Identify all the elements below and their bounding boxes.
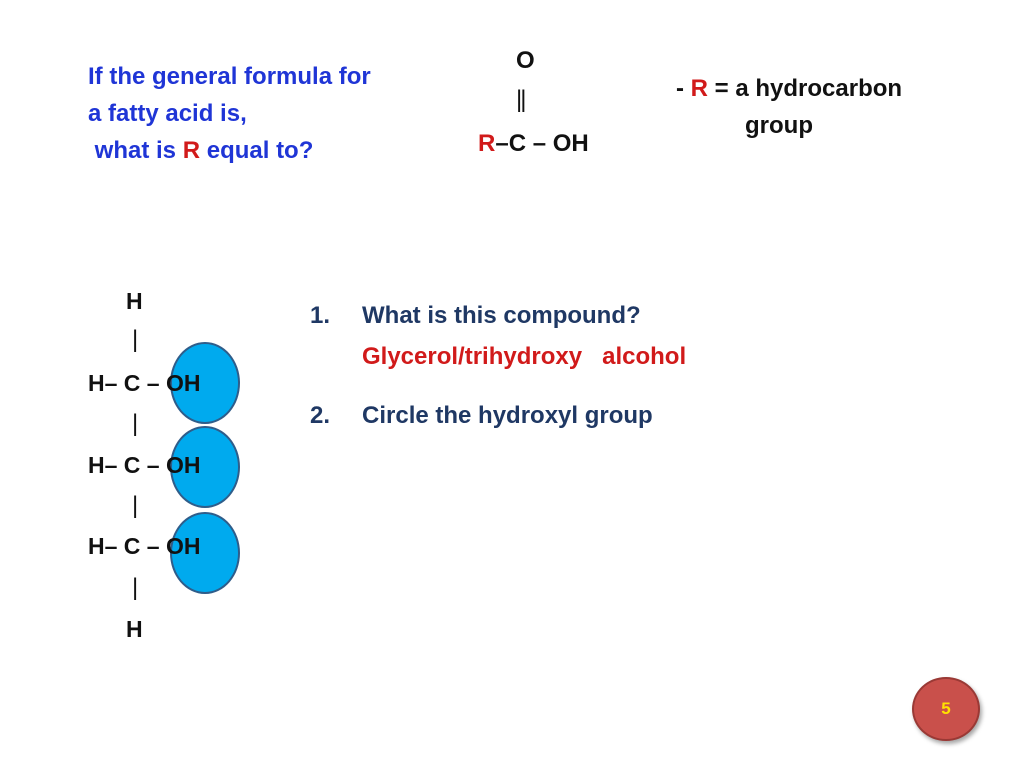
page-number: 5	[941, 699, 951, 718]
page-number-badge: 5	[912, 677, 980, 741]
list-item-2-number: 2.	[310, 402, 331, 429]
answer-line-1-rest: = a hydrocarbon	[708, 75, 903, 102]
question-line-1: If the general formula for	[88, 63, 371, 90]
formula-double-bond: ||	[516, 86, 527, 113]
glycerol-bond-1: |	[132, 326, 139, 353]
formula-main: R–C – OH	[478, 130, 589, 158]
question-line-3-post: equal to?	[200, 137, 314, 164]
answer-line-2: group	[745, 112, 813, 139]
question-text: If the general formula for a fatty acid …	[88, 58, 371, 169]
glycerol-row-2-left: H– C –	[88, 452, 160, 478]
question-r-symbol: R	[182, 137, 201, 164]
list-item-1-answer-b: alcohol	[602, 343, 687, 370]
glycerol-oh-3: OH	[165, 533, 201, 559]
glycerol-row-3: H– C – OH	[88, 533, 200, 560]
hydroxyl-circle-3	[170, 512, 240, 594]
list-item-1-answer: Glycerol/trihydroxy alcohol	[362, 343, 686, 371]
answer-text: - R = a hydrocarbon group	[676, 70, 902, 144]
glycerol-bond-3: |	[132, 492, 139, 519]
glycerol-oh-2: OH	[165, 452, 201, 478]
list-item-1-number: 1.	[310, 302, 331, 329]
formula-oxygen: O	[516, 47, 535, 74]
list-item-2-text: Circle the hydroxyl group	[362, 402, 653, 429]
answer-dash: -	[676, 75, 691, 102]
glycerol-bond-4: |	[132, 574, 139, 601]
question-line-2: a fatty acid is,	[88, 100, 247, 127]
hydroxyl-circle-1	[170, 342, 240, 424]
glycerol-row-1: H– C – OH	[88, 370, 200, 397]
hydroxyl-circle-2	[170, 426, 240, 508]
list-item-1-text: What is this compound?	[362, 302, 641, 329]
list-item-1-answer-a: Glycerol/trihydroxy	[362, 343, 583, 370]
glycerol-oh-1: OH	[165, 370, 201, 396]
glycerol-row-2: H– C – OH	[88, 452, 200, 479]
answer-r-symbol: R	[690, 75, 709, 102]
glycerol-bond-2: |	[132, 410, 139, 437]
question-line-3: what is R equal to?	[88, 132, 371, 169]
answer-line-1: - R = a hydrocarbon	[676, 70, 902, 107]
formula-rest: –C – OH	[495, 130, 589, 157]
glycerol-top-h: H	[126, 288, 143, 314]
formula-r-symbol: R	[478, 130, 496, 157]
glycerol-row-3-left: H– C –	[88, 533, 160, 559]
question-line-3-pre: what is	[94, 137, 183, 164]
glycerol-bottom-h: H	[126, 616, 143, 642]
glycerol-row-1-left: H– C –	[88, 370, 160, 396]
